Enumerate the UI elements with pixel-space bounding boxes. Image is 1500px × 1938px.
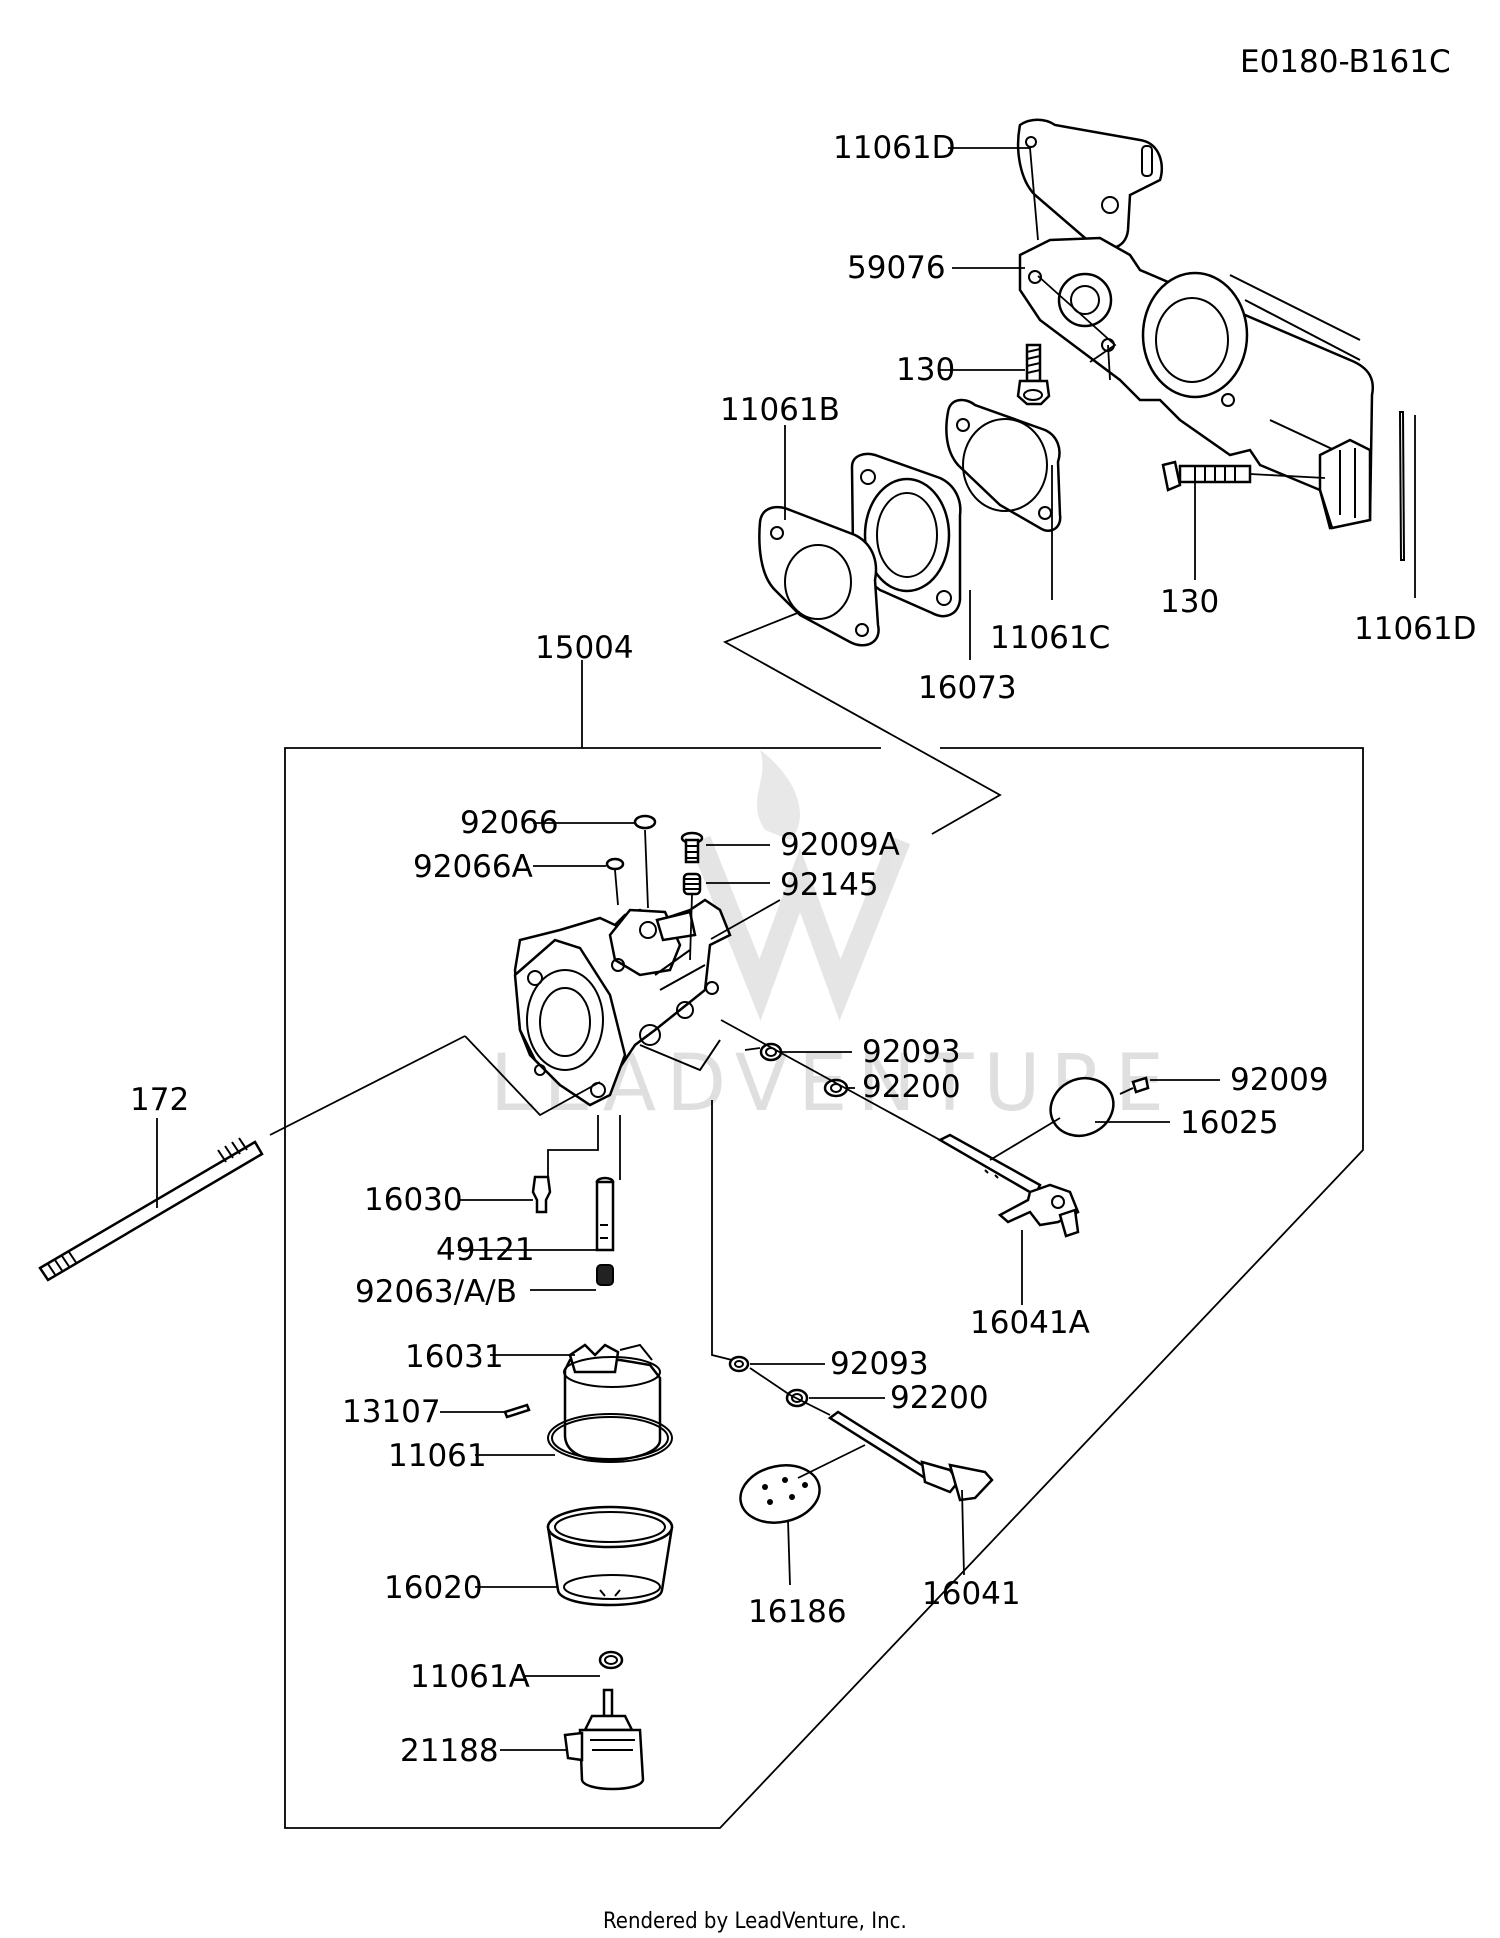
callout-92093-lower[interactable]: 92093 (830, 1346, 929, 1382)
callout-16025[interactable]: 16025 (1180, 1105, 1279, 1141)
spring-92145[interactable] (682, 872, 702, 896)
shaft-16041A[interactable] (937, 1133, 1080, 1238)
valve-16186[interactable] (735, 1458, 825, 1529)
callout-92200-lower[interactable]: 92200 (890, 1380, 989, 1416)
pin-13107[interactable] (503, 1403, 531, 1419)
callout-92009[interactable]: 92009 (1230, 1062, 1329, 1098)
callout-92009A[interactable]: 92009A (780, 827, 900, 863)
callout-15004[interactable]: 15004 (535, 630, 634, 666)
lower-leaders (156, 822, 1220, 1751)
callout-16041A[interactable]: 16041A (970, 1305, 1090, 1341)
seal-92093-lower[interactable] (728, 1355, 750, 1373)
bolt-130-upper[interactable] (1016, 343, 1051, 406)
footer-credit: Rendered by LeadVenture, Inc. (603, 1909, 907, 1934)
float-16031[interactable] (563, 1343, 662, 1462)
gasket-11061B[interactable] (758, 505, 880, 647)
callout-92066A[interactable]: 92066A (413, 849, 533, 885)
callout-11061B[interactable]: 11061B (720, 392, 840, 428)
callout-59076[interactable]: 59076 (847, 250, 946, 286)
callout-92063-A-B[interactable]: 92063/A/B (355, 1274, 517, 1310)
callout-49121[interactable]: 49121 (436, 1232, 535, 1268)
callout-172[interactable]: 172 (130, 1082, 189, 1118)
callout-labels: 11061D 59076 130 11061B 11061C 16073 130… (130, 130, 1477, 1769)
plug-92066A[interactable] (605, 857, 625, 871)
screw-92009[interactable] (1119, 1076, 1150, 1095)
insulator-16073[interactable] (850, 452, 962, 618)
plug-92066[interactable] (633, 814, 657, 830)
callout-16186[interactable]: 16186 (748, 1594, 847, 1630)
callout-16073[interactable]: 16073 (918, 670, 1017, 706)
callout-92093-upper[interactable]: 92093 (862, 1034, 961, 1070)
callout-11061D-right[interactable]: 11061D (1354, 611, 1477, 647)
callout-13107[interactable]: 13107 (342, 1394, 441, 1430)
gasket-11061D-right[interactable] (1398, 411, 1406, 561)
assembly-15004-frame (284, 660, 1364, 1829)
callout-16031[interactable]: 16031 (405, 1339, 504, 1375)
diagram-code: E0180-B161C (1240, 44, 1451, 80)
callout-92200-upper[interactable]: 92200 (862, 1069, 961, 1105)
upper-leaders (722, 147, 1416, 835)
callout-92066[interactable]: 92066 (460, 805, 559, 841)
callout-11061A[interactable]: 11061A (410, 1659, 530, 1695)
oring-11061[interactable] (547, 1413, 673, 1463)
gasket-11061C[interactable] (945, 398, 1062, 532)
bowl-16020[interactable] (546, 1505, 674, 1607)
carburetor-body[interactable] (513, 898, 732, 1107)
washer-11061A[interactable] (598, 1650, 624, 1670)
callout-92145[interactable]: 92145 (780, 867, 879, 903)
callout-130-lower[interactable]: 130 (1160, 584, 1219, 620)
screw-92063[interactable] (596, 1264, 614, 1286)
gasket-11061D-top[interactable] (1016, 118, 1164, 250)
bolt-130-lower[interactable] (1161, 460, 1326, 492)
shaft-16041[interactable] (827, 1410, 994, 1502)
callout-16041[interactable]: 16041 (922, 1576, 1021, 1612)
tube-49121[interactable] (595, 1176, 615, 1252)
jet-16030[interactable] (531, 1175, 552, 1214)
callout-11061C[interactable]: 11061C (990, 620, 1110, 656)
manifold-59076[interactable] (1018, 236, 1374, 530)
callout-21188[interactable]: 21188 (400, 1733, 499, 1769)
callout-16030[interactable]: 16030 (364, 1182, 463, 1218)
solenoid-21188[interactable] (563, 1688, 645, 1791)
callout-130-upper[interactable]: 130 (896, 352, 955, 388)
callout-11061[interactable]: 11061 (388, 1438, 487, 1474)
stud-172[interactable] (38, 1137, 264, 1282)
callout-16020[interactable]: 16020 (384, 1570, 483, 1606)
screw-92009A[interactable] (680, 831, 704, 864)
callout-11061D-top[interactable]: 11061D (833, 130, 956, 166)
